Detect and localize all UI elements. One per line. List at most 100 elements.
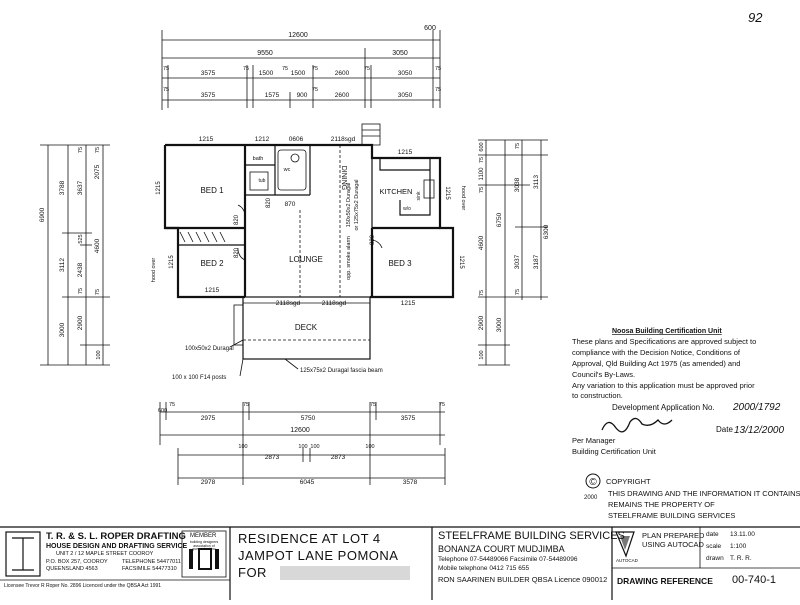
- certification-stamp: Noosa Building Certification Unit These …: [572, 328, 784, 456]
- autocad-note-2: USING AUTOCAD: [642, 540, 704, 549]
- label-window: 1215: [169, 255, 175, 269]
- dim-gap: 75: [78, 147, 84, 153]
- dim-bottom-5750: 5750: [301, 415, 316, 422]
- dim-left-2438: 2438: [77, 262, 84, 277]
- label-deck-joist: 100x50x2 Duragal: [185, 346, 234, 352]
- label-door: 820: [234, 214, 240, 225]
- copyright-title: COPYRIGHT: [606, 477, 651, 486]
- dim-gap: 75: [439, 402, 445, 408]
- top-dimension-lines: [161, 30, 441, 110]
- dim-top-r3-d: 2600: [335, 70, 350, 77]
- dim-gap: 75: [163, 66, 169, 72]
- label-hood-right: hood over: [460, 186, 466, 211]
- builder-licence: RON SAARINEN BUILDER QBSA Licence 090012: [438, 575, 608, 584]
- drawing-reference-value: 00-740-1: [732, 574, 777, 586]
- firm-address-1: UNIT 2 / 12 MAPLE STREET COOROY: [56, 551, 154, 557]
- dim-bottom-2975: 2975: [201, 415, 216, 422]
- dim-gap: 75: [479, 290, 485, 296]
- cert-heading: Noosa Building Certification Unit: [612, 328, 722, 335]
- dim-gap: 75: [95, 147, 101, 153]
- copyright-line: STEELFRAME BUILDING SERVICES: [608, 511, 735, 520]
- autocad-logo-text: AUTOCAD: [616, 558, 638, 563]
- label-window: 1215: [401, 300, 416, 307]
- builder-mobile: Mobile telephone 0412 715 655: [438, 565, 530, 572]
- bottom-dimension-lines: [159, 402, 446, 485]
- dim-left-2075: 2075: [94, 164, 101, 179]
- dim-bottom-6045: 6045: [300, 479, 315, 486]
- label-door: 870: [285, 201, 296, 208]
- dim-right-3038: 3038: [514, 177, 521, 192]
- cert-da-value: 2000/1792: [732, 402, 781, 413]
- label-wo: w/o: [403, 206, 411, 212]
- dim-bottom-3578: 3578: [403, 479, 418, 486]
- copyright-line: REMAINS THE PROPERTY OF: [608, 500, 715, 509]
- date-label: date: [706, 531, 719, 538]
- dim-right-600: 600: [479, 142, 485, 151]
- cert-unit: Building Certification Unit: [572, 447, 657, 456]
- copyright-symbol: ©: [589, 477, 597, 488]
- label-window: 1215: [156, 181, 162, 195]
- dim-top-r4-a: 3575: [201, 92, 216, 99]
- dim-top-9550: 9550: [257, 50, 273, 57]
- builder-address: BONANZA COURT MUDJIMBA: [438, 544, 565, 554]
- dim-gap: 75: [370, 402, 376, 408]
- dim-top-3050: 3050: [392, 50, 408, 57]
- dim-top-r3-e: 3050: [398, 70, 413, 77]
- dim-right-3037: 3037: [514, 254, 521, 269]
- label-window: 2118sgd: [322, 300, 347, 307]
- dim-gap: 75: [435, 87, 441, 93]
- firm-address-2: P.O. BOX 257, COOROY: [46, 559, 108, 565]
- dim-right-4600: 4600: [478, 235, 485, 250]
- dim-bottom-2873-a: 2873: [265, 454, 280, 461]
- dim-right-2900: 2900: [478, 315, 485, 330]
- cert-line: These plans and Specifications are appro…: [572, 337, 756, 346]
- drawn-value: T. R. R.: [730, 555, 752, 562]
- dim-gap: 100: [365, 444, 374, 450]
- dim-left-2900: 2900: [77, 315, 84, 330]
- dim-gap: 75: [479, 187, 485, 193]
- label-smoke-alarm: opp. smoke alarm: [346, 236, 352, 280]
- dim-top-ext: 600: [424, 25, 436, 32]
- corner-mark: 92: [748, 10, 763, 25]
- dim-gap: 75: [282, 66, 288, 72]
- project-line-2: JAMPOT LANE POMONA: [238, 548, 399, 563]
- copyright-line: THIS DRAWING AND THE INFORMATION IT CONT…: [608, 489, 800, 498]
- dim-left-4600: 4600: [94, 238, 101, 253]
- label-window: 1215: [205, 287, 220, 294]
- builder-name: STEELFRAME BUILDING SERVICES: [438, 530, 625, 542]
- date-value: 13.11.00: [730, 531, 755, 538]
- dim-gap: 75: [163, 87, 169, 93]
- licensee-note: Licensee Trevor R Roper No. 2896 Licence…: [4, 583, 162, 589]
- dim-right-6750: 6750: [496, 212, 503, 227]
- room-bed-1: BED 1: [200, 186, 224, 195]
- project-for-label: FOR: [238, 565, 267, 580]
- member-label: MEMBER: [190, 533, 217, 539]
- dim-right-overall: 6300: [543, 224, 550, 239]
- cert-da-label: Development Application No.: [612, 403, 715, 412]
- title-block-frame: [0, 526, 800, 600]
- room-kitchen: KITCHEN: [380, 187, 413, 196]
- dim-bottom-3575: 3575: [401, 415, 416, 422]
- firm-service: HOUSE DESIGN AND DRAFTING SERVICE: [46, 543, 188, 550]
- dim-top-r3-c: 1500: [291, 70, 306, 77]
- cert-variation: to construction.: [572, 391, 623, 400]
- dim-gap: 75: [243, 402, 249, 408]
- drawn-label: drawn: [706, 555, 724, 562]
- cert-signature: [601, 417, 673, 433]
- dim-left-100: 100: [96, 350, 102, 359]
- cert-variation: Any variation to this application must b…: [572, 381, 755, 390]
- label-beam: or 125x75x2 Duragal: [354, 179, 360, 230]
- room-lounge: LOUNGE: [289, 255, 323, 264]
- room-deck: DECK: [295, 323, 318, 332]
- firm-name: T. R. & S. L. ROPER DRAFTING: [46, 531, 186, 542]
- firm-facsimile: FACSIMILE 54477310: [122, 566, 177, 572]
- dim-bottom-600: 600: [158, 408, 167, 414]
- label-window: 1215: [398, 149, 413, 156]
- dim-top-r4-d: 2600: [335, 92, 350, 99]
- builder-telephone: Telephone 07-54489066 Facsimile 07-54489…: [438, 556, 578, 563]
- label-fascia-beam: 125x75x2 Duragal fascia beam: [300, 368, 383, 374]
- firm-address-3: QUEENSLAND 4563: [46, 566, 98, 572]
- dim-gap: 75: [435, 66, 441, 72]
